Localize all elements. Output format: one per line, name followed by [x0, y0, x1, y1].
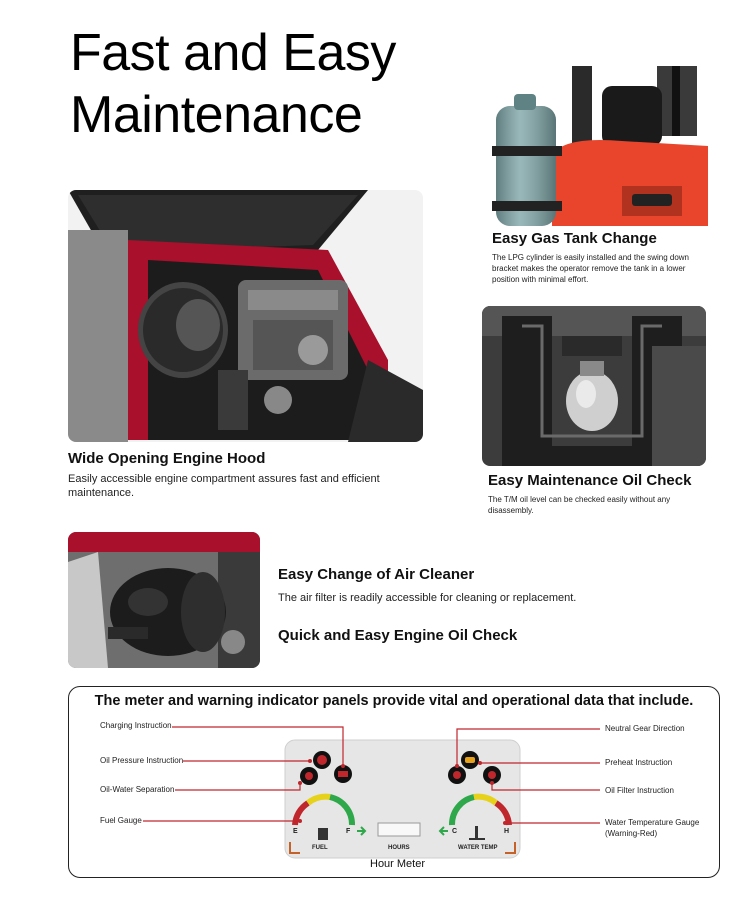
air-cleaner-illustration: [68, 532, 260, 668]
page-title: Fast and Easy Maintenance: [70, 22, 470, 146]
engine-hood-title: Wide Opening Engine Hood: [68, 450, 266, 467]
gas-tank-desc: The LPG cylinder is easily installed and…: [492, 253, 689, 284]
title-line-2: Maintenance: [70, 86, 363, 144]
callout-oil-water: Oil-Water Separation: [100, 785, 175, 794]
oil-check-photo: [482, 306, 706, 466]
engine-hood-photo: [68, 190, 423, 442]
air-cleaner-desc: The air filter is readily accessible for…: [278, 592, 577, 604]
instrument-panel-box: The meter and warning indicator panels p…: [68, 686, 720, 878]
title-line-1: Fast and Easy: [70, 24, 396, 82]
callout-neutral: Neutral Gear Direction: [605, 724, 685, 733]
callout-charging: Charging Instruction: [100, 721, 172, 730]
callout-water-temp: Water Temperature Gauge: [605, 818, 700, 827]
callout-oil-pressure: Oil Pressure Instruction: [100, 756, 184, 765]
engine-illustration: [68, 190, 423, 442]
engine-oil-title: Quick and Easy Engine Oil Check: [278, 627, 518, 644]
hour-meter-label: Hour Meter: [370, 858, 426, 870]
callout-preheat: Preheat Instruction: [605, 758, 673, 767]
engine-hood-desc: Easily accessible engine compartment ass…: [68, 473, 380, 499]
callout-oil-filter: Oil Filter Instruction: [605, 786, 674, 795]
air-cleaner-title: Easy Change of Air Cleaner: [278, 566, 475, 583]
gas-tank-title: Easy Gas Tank Change: [492, 230, 657, 247]
callout-fuel-gauge: Fuel Gauge: [100, 816, 142, 825]
gas-tank-illustration: [482, 66, 708, 226]
oil-check-title: Easy Maintenance Oil Check: [488, 472, 692, 489]
panel-title: The meter and warning indicator panels p…: [94, 693, 694, 709]
callout-water-temp-note: (Warning-Red): [605, 829, 658, 838]
oil-check-illustration: [482, 306, 706, 466]
oil-check-desc: The T/M oil level can be checked easily …: [488, 495, 671, 515]
air-cleaner-photo: [68, 532, 260, 668]
gas-tank-photo: [482, 66, 708, 226]
